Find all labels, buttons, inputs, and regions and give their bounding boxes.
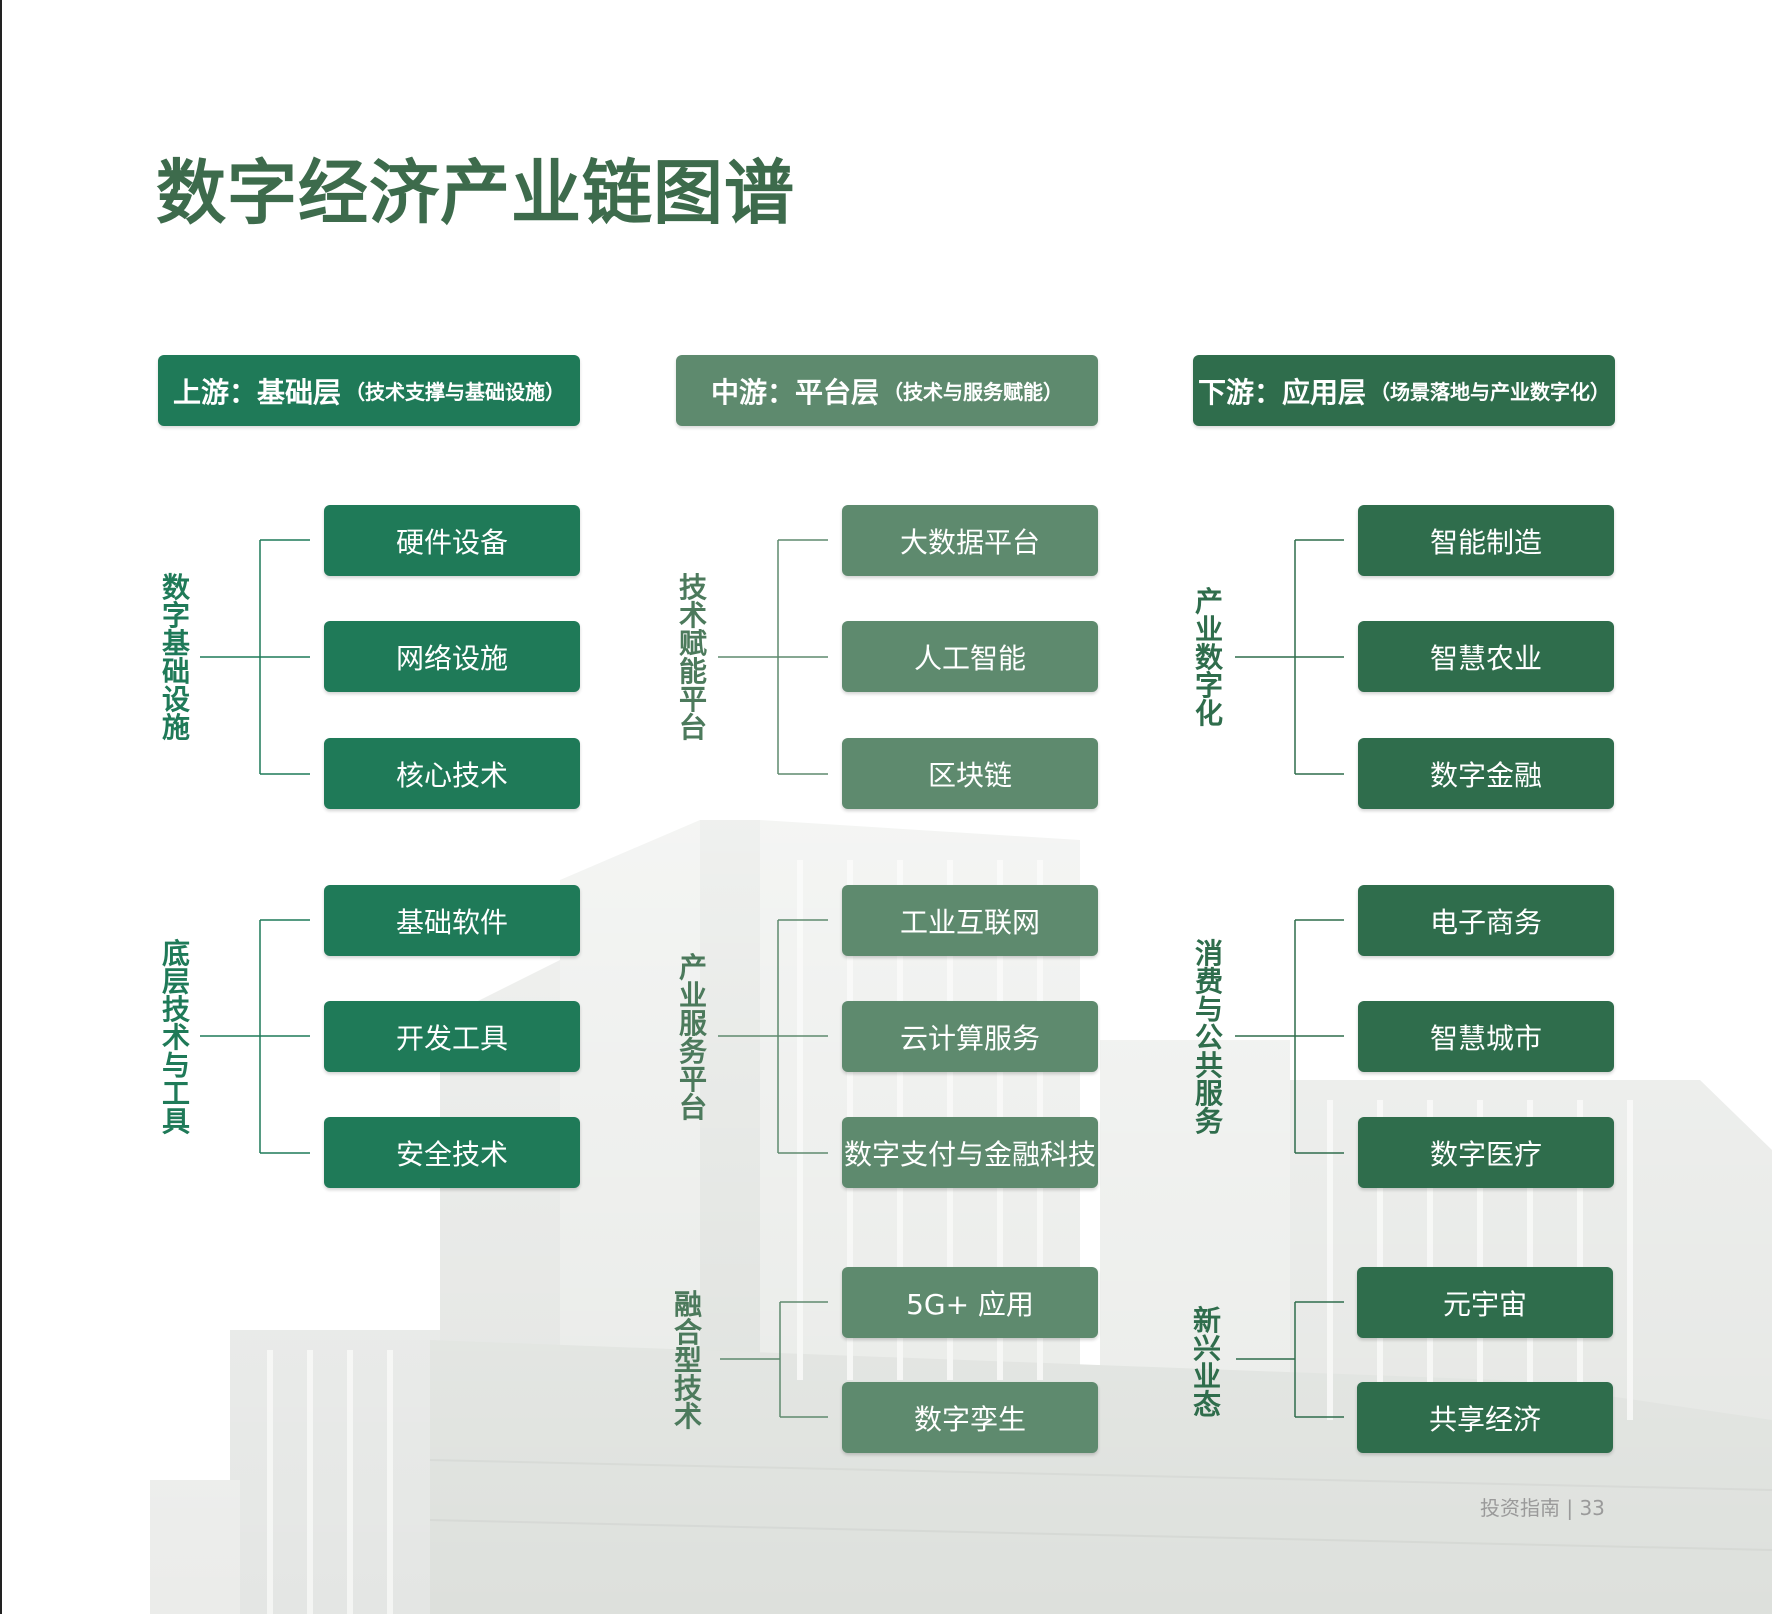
node-smart-manufacturing: 智能制造 <box>1358 505 1614 576</box>
header-midstream: 中游：平台层（技术与服务赋能） <box>676 355 1098 426</box>
vertical-label-char: 产 <box>678 950 707 984</box>
node-digital-finance: 数字金融 <box>1358 738 1614 809</box>
node-dev-tools: 开发工具 <box>324 1001 580 1072</box>
node-metaverse: 元宇宙 <box>1357 1267 1613 1338</box>
vertical-label-char: 态 <box>1192 1387 1221 1421</box>
connector-col3-group3 <box>1236 1301 1344 1418</box>
vertical-label-char: 化 <box>1194 696 1223 730</box>
vertical-label-char: 能 <box>678 654 707 688</box>
vertical-label-char: 技 <box>673 1371 702 1405</box>
connector-col2-group2 <box>718 919 828 1154</box>
group-label-industry-digitalization: 产业数字化 <box>1191 585 1227 730</box>
connector-col1-group1 <box>200 539 310 775</box>
header-downstream: 下游：应用层（场景落地与产业数字化） <box>1193 355 1615 426</box>
vertical-label-char: 与 <box>161 1048 190 1082</box>
vertical-label-char: 务 <box>1194 1104 1223 1138</box>
connector-col3-group1 <box>1235 539 1344 775</box>
vertical-label-char: 台 <box>678 710 707 744</box>
vertical-label-char: 术 <box>678 598 707 632</box>
header-downstream-main: 下游：应用层 <box>1197 375 1366 409</box>
header-upstream: 上游：基础层（技术支撑与基础设施） <box>158 355 580 426</box>
vertical-label-char: 术 <box>673 1399 702 1433</box>
vertical-label-char: 台 <box>678 1090 707 1124</box>
vertical-label-char: 具 <box>161 1104 190 1138</box>
header-upstream-sub: （技术支撑与基础设施） <box>345 380 565 404</box>
vertical-label-char: 层 <box>161 964 190 998</box>
vertical-label-char: 新 <box>1192 1303 1221 1337</box>
vertical-label-char: 平 <box>678 682 707 716</box>
node-blockchain: 区块链 <box>842 738 1098 809</box>
group-label-tech-enablement-platform: 技术赋能平台 <box>675 570 711 745</box>
vertical-label-char: 底 <box>161 936 190 970</box>
node-industrial-internet: 工业互联网 <box>842 885 1098 956</box>
vertical-label-char: 消 <box>1194 936 1223 970</box>
vertical-label-char: 技 <box>161 992 190 1026</box>
vertical-label-char: 与 <box>1194 992 1223 1026</box>
vertical-label-char: 设 <box>161 682 190 716</box>
node-cloud-computing: 云计算服务 <box>842 1001 1098 1072</box>
vertical-label-char: 施 <box>161 710 190 744</box>
group-label-converged-technology: 融合型技术 <box>670 1288 706 1433</box>
vertical-label-char: 工 <box>161 1076 190 1110</box>
vertical-label-char: 公 <box>1194 1020 1223 1054</box>
node-network-facilities: 网络设施 <box>324 621 580 692</box>
vertical-label-char: 平 <box>678 1062 707 1096</box>
node-digital-healthcare: 数字医疗 <box>1358 1117 1614 1188</box>
group-label-emerging-business: 新兴业态 <box>1189 1305 1225 1420</box>
node-smart-agriculture: 智慧农业 <box>1358 621 1614 692</box>
vertical-label-char: 合 <box>673 1315 702 1349</box>
vertical-label-char: 务 <box>678 1034 707 1068</box>
vertical-label-char: 础 <box>161 654 190 688</box>
vertical-label-char: 费 <box>1194 964 1223 998</box>
node-artificial-intelligence: 人工智能 <box>842 621 1098 692</box>
page-title: 数字经济产业链图谱 <box>156 152 795 234</box>
connector-col3-group2 <box>1235 919 1344 1154</box>
header-downstream-sub: （场景落地与产业数字化） <box>1370 380 1610 404</box>
group-label-consumer-public-services: 消费与公共服务 <box>1191 936 1227 1138</box>
connector-col1-group2 <box>200 919 310 1154</box>
vertical-label-char: 服 <box>678 1006 707 1040</box>
vertical-label-char: 服 <box>1194 1076 1223 1110</box>
vertical-label-char: 型 <box>673 1343 702 1377</box>
connector-col2-group3 <box>720 1301 828 1418</box>
vertical-label-char: 赋 <box>678 626 707 660</box>
node-core-technology: 核心技术 <box>324 738 580 809</box>
group-label-industry-service-platform: 产业服务平台 <box>675 950 711 1125</box>
group-label-digital-infrastructure: 数字基础设施 <box>158 555 194 760</box>
vertical-label-char: 兴 <box>1192 1331 1221 1365</box>
header-midstream-main: 中游：平台层 <box>710 375 879 409</box>
header-midstream-sub: （技术与服务赋能） <box>883 380 1063 404</box>
node-5g-applications: 5G+ 应用 <box>842 1267 1098 1338</box>
node-digital-twin: 数字孪生 <box>842 1382 1098 1453</box>
node-security-tech: 安全技术 <box>324 1117 580 1188</box>
vertical-label-char: 业 <box>1194 612 1223 646</box>
connector-col2-group1 <box>718 539 828 775</box>
vertical-label-char: 术 <box>161 1020 190 1054</box>
vertical-label-char: 字 <box>161 598 190 632</box>
node-smart-city: 智慧城市 <box>1358 1001 1614 1072</box>
node-big-data-platform: 大数据平台 <box>842 505 1098 576</box>
vertical-label-char: 产 <box>1194 584 1223 618</box>
vertical-label-char: 业 <box>678 978 707 1012</box>
vertical-label-char: 共 <box>1194 1048 1223 1082</box>
group-label-underlying-tech-tools: 底层技术与工具 <box>158 935 194 1140</box>
node-e-commerce: 电子商务 <box>1358 885 1614 956</box>
vertical-label-char: 数 <box>161 570 190 604</box>
node-hardware-devices: 硬件设备 <box>324 505 580 576</box>
page-edge-line <box>0 0 2 1614</box>
vertical-label-char: 字 <box>1194 668 1223 702</box>
node-sharing-economy: 共享经济 <box>1357 1382 1613 1453</box>
vertical-label-char: 基 <box>161 626 190 660</box>
vertical-label-char: 业 <box>1192 1359 1221 1393</box>
vertical-label-char: 技 <box>678 570 707 604</box>
node-basic-software: 基础软件 <box>324 885 580 956</box>
vertical-label-char: 数 <box>1194 640 1223 674</box>
node-digital-payment-fintech: 数字支付与金融科技 <box>842 1117 1098 1188</box>
header-upstream-main: 上游：基础层 <box>172 375 341 409</box>
page-footer: 投资指南 | 33 <box>1480 1496 1605 1520</box>
vertical-label-char: 融 <box>673 1287 702 1321</box>
